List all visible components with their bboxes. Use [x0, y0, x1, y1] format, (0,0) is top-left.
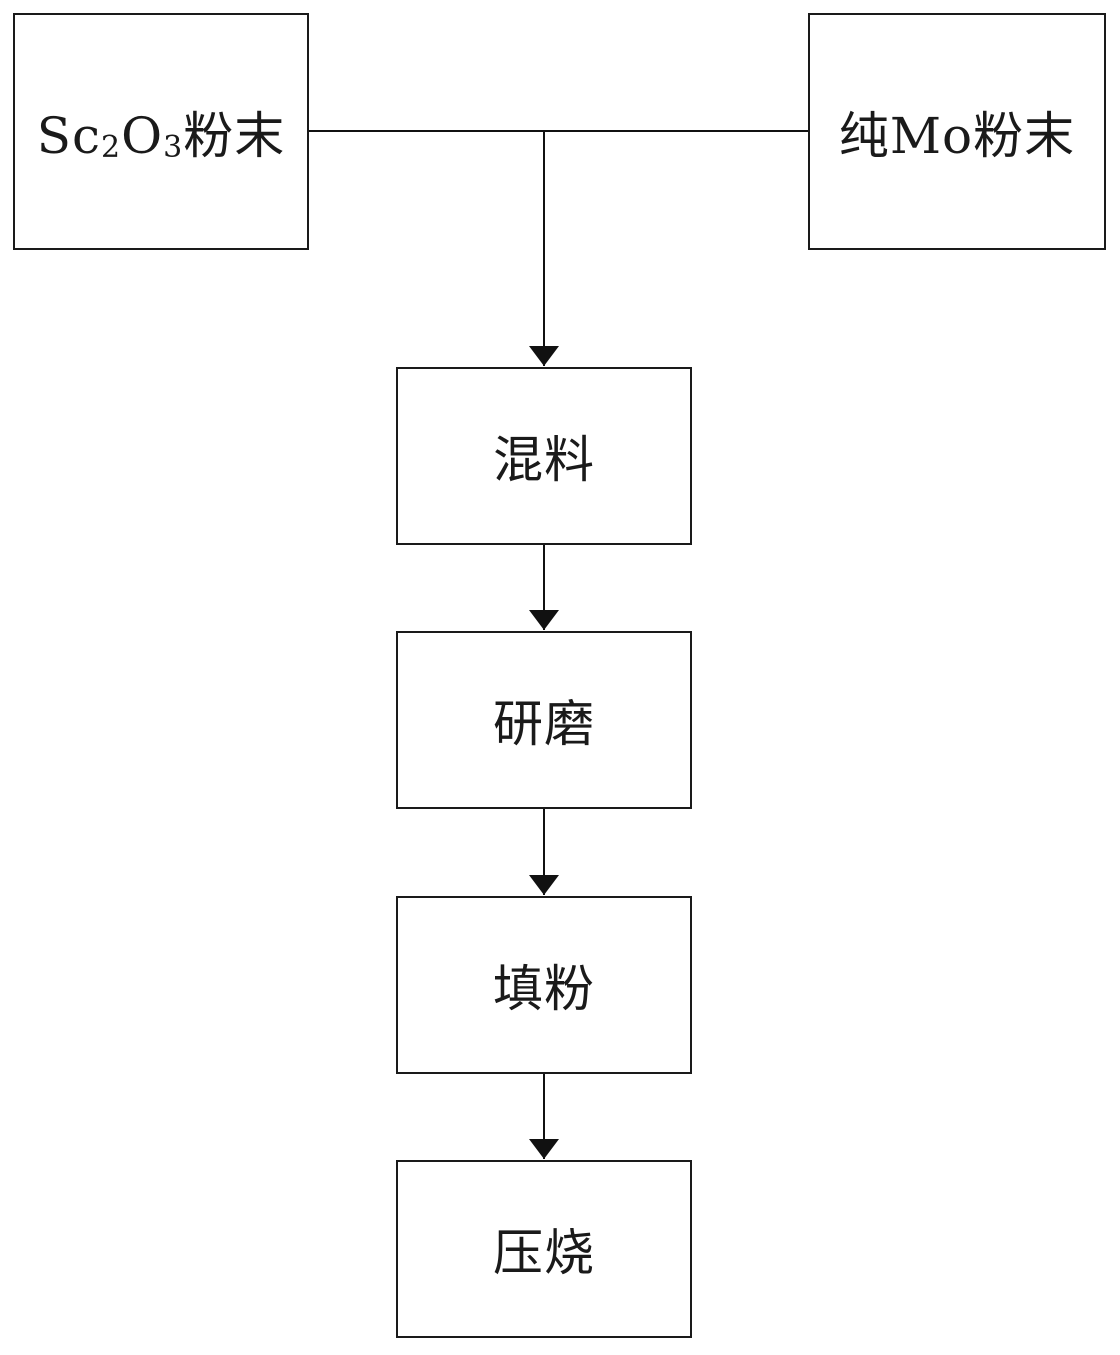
formula-subscript-2: 2 — [101, 129, 122, 165]
node-press-sintering: 压烧 — [396, 1160, 692, 1338]
formula-sc: Sc — [36, 106, 102, 165]
node-grinding-label: 研磨 — [493, 695, 595, 753]
node-powder-filling: 填粉 — [396, 896, 692, 1074]
powder-suffix: 粉末 — [183, 106, 286, 165]
node-mixing-label: 混料 — [493, 431, 595, 489]
node-mo-powder: 纯Mo粉末 — [808, 13, 1106, 250]
node-press-sintering-label: 压烧 — [493, 1224, 595, 1282]
node-mixing: 混料 — [396, 367, 692, 545]
node-mo-label: 纯Mo粉末 — [838, 106, 1076, 165]
node-powder-filling-label: 填粉 — [493, 960, 595, 1018]
formula-subscript-3: 3 — [163, 129, 184, 165]
node-sc2o3-label: Sc2O3粉末 — [37, 96, 285, 168]
node-grinding: 研磨 — [396, 631, 692, 809]
node-sc2o3-powder: Sc2O3粉末 — [13, 13, 309, 250]
formula-o: O — [121, 106, 164, 165]
